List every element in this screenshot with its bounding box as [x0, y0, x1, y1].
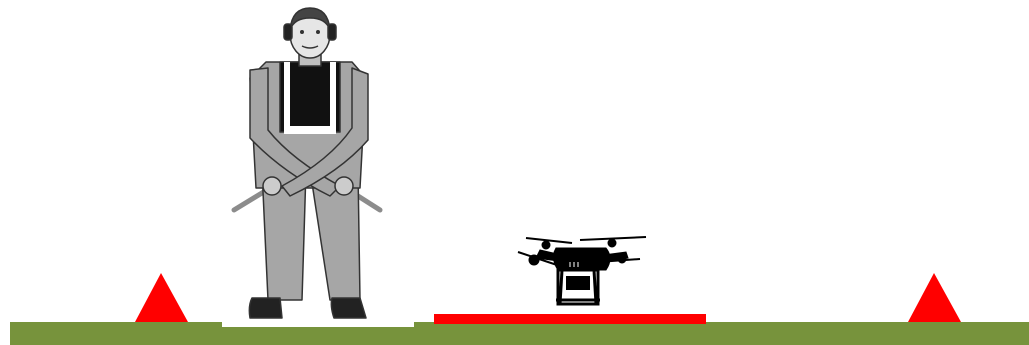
right-hand	[335, 177, 353, 195]
landing-pad	[434, 314, 706, 324]
right-marker-icon	[908, 273, 961, 322]
marshaller-icon	[234, 8, 380, 318]
left-ear-defender	[284, 24, 292, 40]
left-marker-icon	[135, 273, 188, 322]
vest-stripe-left	[284, 62, 290, 132]
vest-belt	[284, 126, 336, 134]
left-hand	[263, 177, 281, 195]
right-boot	[331, 298, 366, 318]
drone-icon	[518, 237, 646, 304]
ground-strip	[10, 322, 1029, 345]
vest-stripe-right	[330, 62, 336, 132]
marshaller-standing-spot	[222, 322, 414, 327]
right-ear-defender	[328, 24, 336, 40]
left-boot	[249, 298, 282, 318]
